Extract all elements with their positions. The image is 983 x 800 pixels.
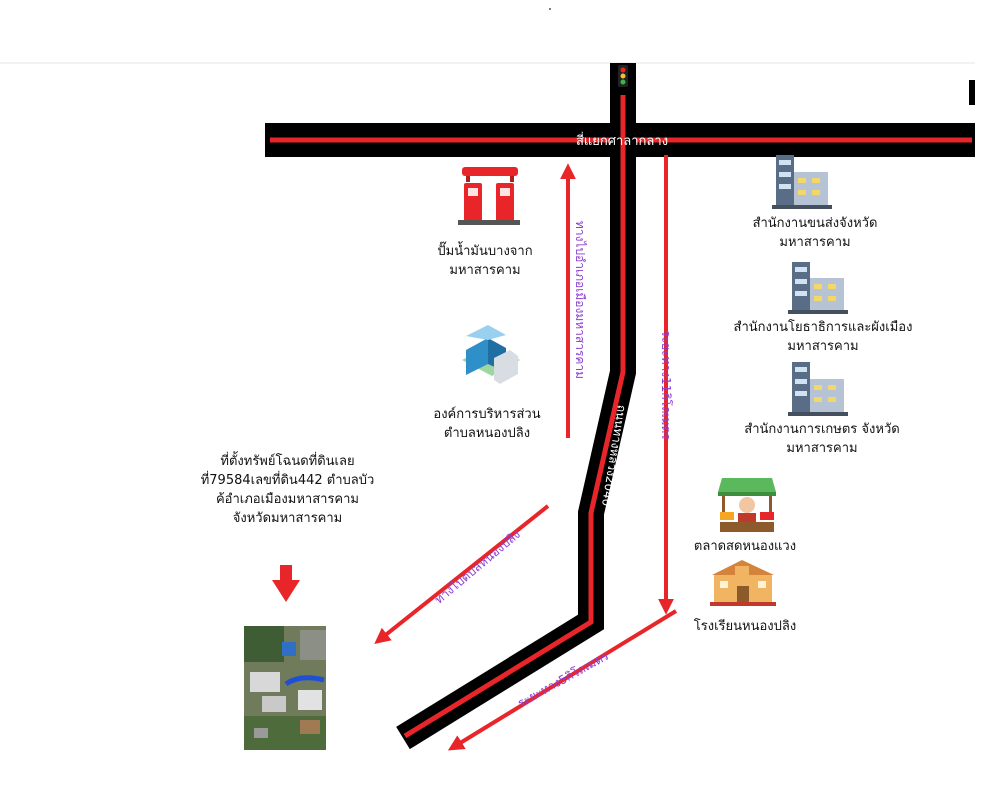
transport-office-icon [772, 155, 832, 209]
traffic-light-icon [618, 65, 628, 87]
transport-office-label: สำนักงานขนส่งจังหวัด มหาสารคาม [752, 216, 878, 250]
agri-office-label: สำนักงานการเกษตร จังหวัด มหาสารคาม [744, 422, 900, 456]
gas-station-label: ปั๊มน้ำมันบางจาก มหาสารคาม [437, 244, 533, 278]
market-icon [718, 478, 776, 532]
route-label-to-nong-pling: ทางไปตบลหนองปลิง [432, 527, 523, 606]
arrow-to-nong-pling [374, 504, 550, 644]
top-dot [549, 8, 551, 10]
property-description: ที่ตั้งทรัพย์โฉนดที่ดินเลย ที่79584เลขที… [200, 454, 375, 526]
highway-road [396, 63, 636, 750]
route-label-to-city: ทางไปอำเภอเมืองมหาสารคาม [573, 221, 587, 379]
public-works-office-icon [788, 262, 848, 314]
public-works-office-label: สำนักงานโยธาธิการและผังเมือง มหาสารคาม [733, 320, 913, 354]
school-icon [710, 560, 776, 606]
agri-office-icon [788, 362, 848, 416]
junction-label: สี่แยกศาลากลาง [576, 132, 668, 149]
property-down-arrow [272, 565, 300, 602]
school-label: โรงเรียนหนองปลิง [693, 619, 797, 634]
sao-building-icon [462, 325, 520, 384]
arrow-5km [447, 609, 678, 751]
market-label: ตลาดสดหนองแวง [693, 539, 797, 554]
route-label-11km: ระยะทาง11กิโลเมตร [659, 330, 673, 440]
aerial-photo [244, 626, 326, 750]
sao-label: องค์การบริหารส่วน ตำบลหนองปลิง [433, 407, 541, 441]
gas-station-icon [458, 167, 520, 225]
